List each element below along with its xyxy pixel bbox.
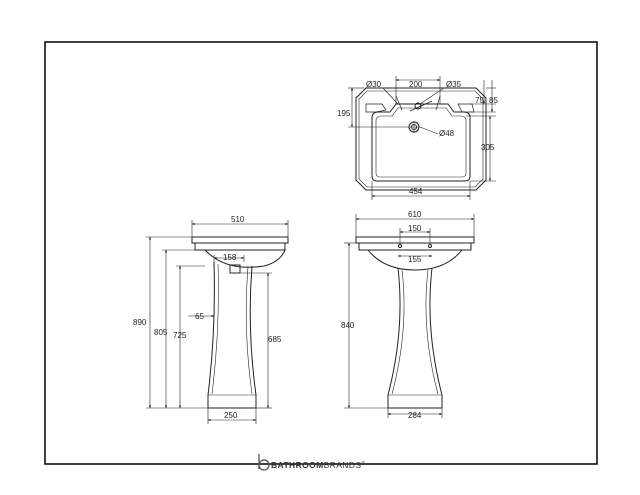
side-dimensions (146, 220, 289, 424)
front-pedestal-inner (425, 269, 439, 395)
side-basin-rim (191, 236, 289, 244)
side-basin-body (194, 242, 286, 251)
label-65: 65 (195, 312, 204, 321)
front-tap-hole (428, 244, 432, 248)
label-685: 685 (268, 335, 282, 344)
label-510: 510 (231, 215, 245, 224)
side-pedestal (207, 261, 257, 409)
plan-mark (435, 95, 441, 111)
plan-labels: Ø30 200 Ø35 75 85 195 305 Ø48 454 (337, 80, 498, 196)
plan-mark (409, 100, 433, 112)
label-305: 305 (481, 143, 495, 152)
front-pedestal (387, 267, 443, 409)
label-725: 725 (173, 331, 187, 340)
leader-d48 (419, 126, 439, 135)
brand-name: BATHROOMBRANDS® (271, 460, 366, 470)
front-basin-body (358, 242, 472, 251)
label-150: 150 (408, 224, 422, 233)
leader-d35 (419, 87, 445, 105)
label-195: 195 (337, 109, 351, 118)
label-75: 75 (475, 96, 484, 105)
label-d35: Ø35 (446, 80, 462, 89)
leader-d30 (382, 87, 399, 105)
front-dimensions (344, 214, 475, 418)
plan-outline (355, 87, 487, 191)
plan-mark (395, 95, 403, 111)
label-200: 200 (409, 80, 423, 89)
brand-trademark: ® (361, 460, 365, 467)
front-view (355, 236, 475, 409)
front-basin-bowl (367, 249, 463, 271)
plan-bowl (371, 103, 471, 182)
side-waste (229, 264, 241, 274)
label-890: 890 (133, 318, 147, 327)
side-pedestal-inner (245, 265, 253, 395)
side-basin-bowl (204, 249, 286, 268)
side-view (191, 236, 289, 409)
plan-outline-inner (358, 90, 484, 188)
plan-dimensions (348, 76, 496, 200)
label-d48: Ø48 (439, 129, 455, 138)
plan-right-pad (457, 103, 475, 113)
label-250: 250 (224, 411, 238, 420)
label-610: 610 (408, 210, 422, 219)
label-85: 85 (489, 96, 498, 105)
side-pedestal-inner (211, 263, 219, 395)
plan-left-pad (365, 103, 387, 113)
front-pedestal-inner (391, 269, 405, 395)
label-284: 284 (408, 411, 422, 420)
label-158: 158 (223, 253, 237, 262)
label-d30: Ø30 (366, 80, 382, 89)
drawing-frame (44, 41, 598, 465)
brand-name-bold: BATHROOM (271, 460, 324, 470)
brand-logo: BATHROOMBRANDS® (258, 454, 366, 471)
front-labels: 610 150 155 840 284 (341, 210, 422, 420)
front-basin-rim (355, 236, 475, 244)
b-logo-icon (258, 454, 270, 471)
brand-name-light: BRANDS (324, 460, 362, 470)
label-840: 840 (341, 321, 355, 330)
side-labels: 510 158 890 805 725 65 685 250 (133, 215, 282, 420)
label-155: 155 (408, 255, 422, 264)
front-tap-hole (398, 244, 402, 248)
plan-bowl-inner (375, 107, 467, 178)
plan-view (355, 87, 487, 191)
label-454: 454 (409, 187, 423, 196)
label-805: 805 (154, 328, 168, 337)
